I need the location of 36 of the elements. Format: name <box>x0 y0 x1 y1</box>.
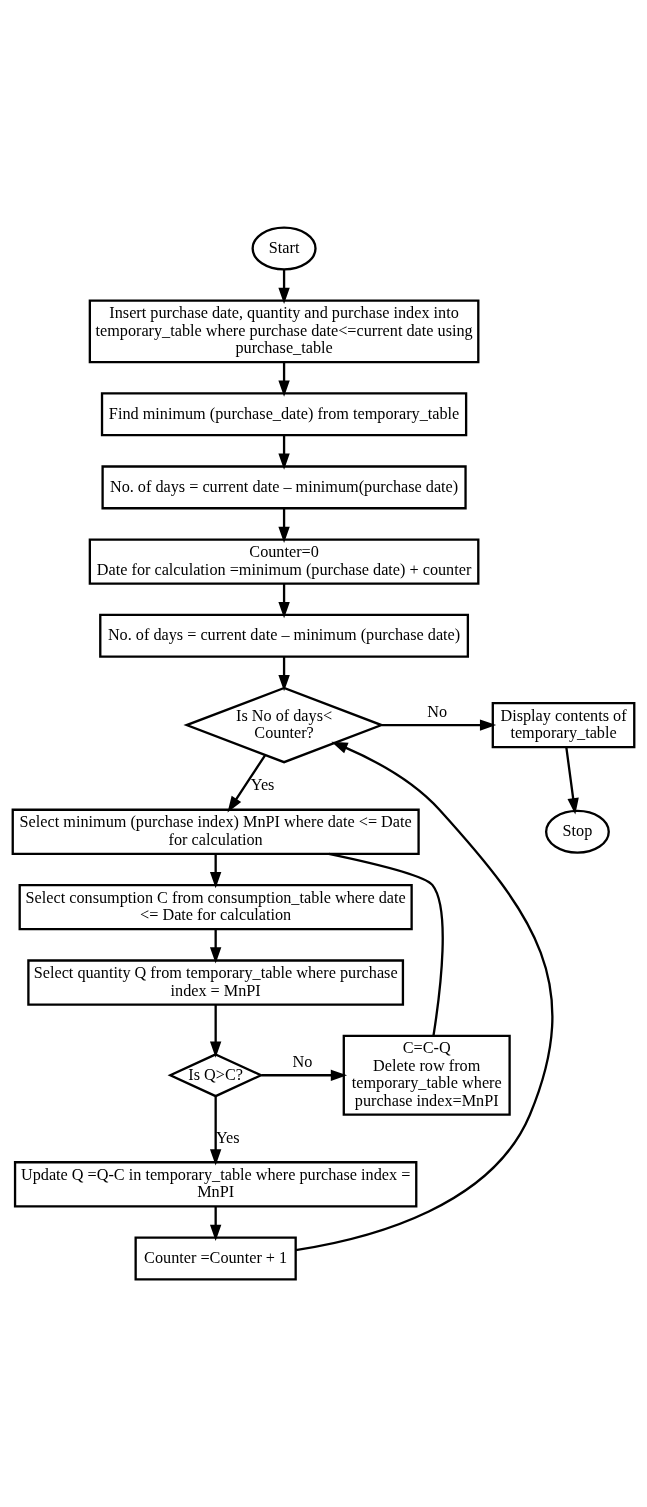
connector <box>328 852 444 1036</box>
node-box: No. of days = current date – minimum(purchase date) <box>101 465 467 510</box>
arrow <box>278 435 290 470</box>
arrow <box>278 656 290 692</box>
arrow <box>209 1004 222 1058</box>
arrow <box>209 929 222 964</box>
node-box: Select quantity Q from temporary_table where purchase index = MnPI <box>27 959 405 1006</box>
arrow <box>227 754 266 813</box>
node-diamond: Is No of days< Counter? <box>183 686 385 764</box>
edge-label: Yes <box>250 776 275 795</box>
arrow <box>381 719 497 731</box>
edge-label: No <box>427 703 448 722</box>
node-box: Select minimum (purchase index) MnPI where date <= Date for calculation <box>11 808 420 855</box>
node-box: Counter=0 Date for calculation =minimum (purchase date) + counter <box>88 538 480 585</box>
arrow <box>278 362 290 397</box>
node-ellipse: Stop <box>545 809 610 854</box>
arrow <box>209 1096 222 1166</box>
arrow <box>565 747 579 815</box>
arrow <box>209 1206 222 1242</box>
node-box: Display contents of temporary_table <box>491 701 636 749</box>
arrow <box>295 741 554 1252</box>
arrow <box>278 269 290 305</box>
node-box: Update Q =Q-C in temporary_table where purchase index = MnPI <box>13 1161 418 1208</box>
node-ellipse: Start <box>251 226 317 271</box>
node-box: Select consumption C from consumption_table where date <= Date for calculation <box>18 883 413 931</box>
node-box: No. of days = current date – minimum (purchase date) <box>99 613 470 658</box>
node-box: Insert purchase date, quantity and purchase index into temporary_table where purchase date<=current date using purchase_table <box>88 299 480 364</box>
arrow <box>278 508 290 544</box>
arrow <box>261 1069 348 1081</box>
arrow <box>209 854 222 889</box>
node-box: C=C-Q Delete row from temporary_table where purchase index=MnPI <box>342 1034 511 1116</box>
node-box: Counter =Counter + 1 <box>134 1236 297 1281</box>
edge-label: No <box>292 1053 313 1072</box>
node-diamond: Is Q>C? <box>167 1053 264 1098</box>
arrow <box>278 583 290 619</box>
node-box: Find minimum (purchase_date) from temporary_table <box>100 392 468 437</box>
